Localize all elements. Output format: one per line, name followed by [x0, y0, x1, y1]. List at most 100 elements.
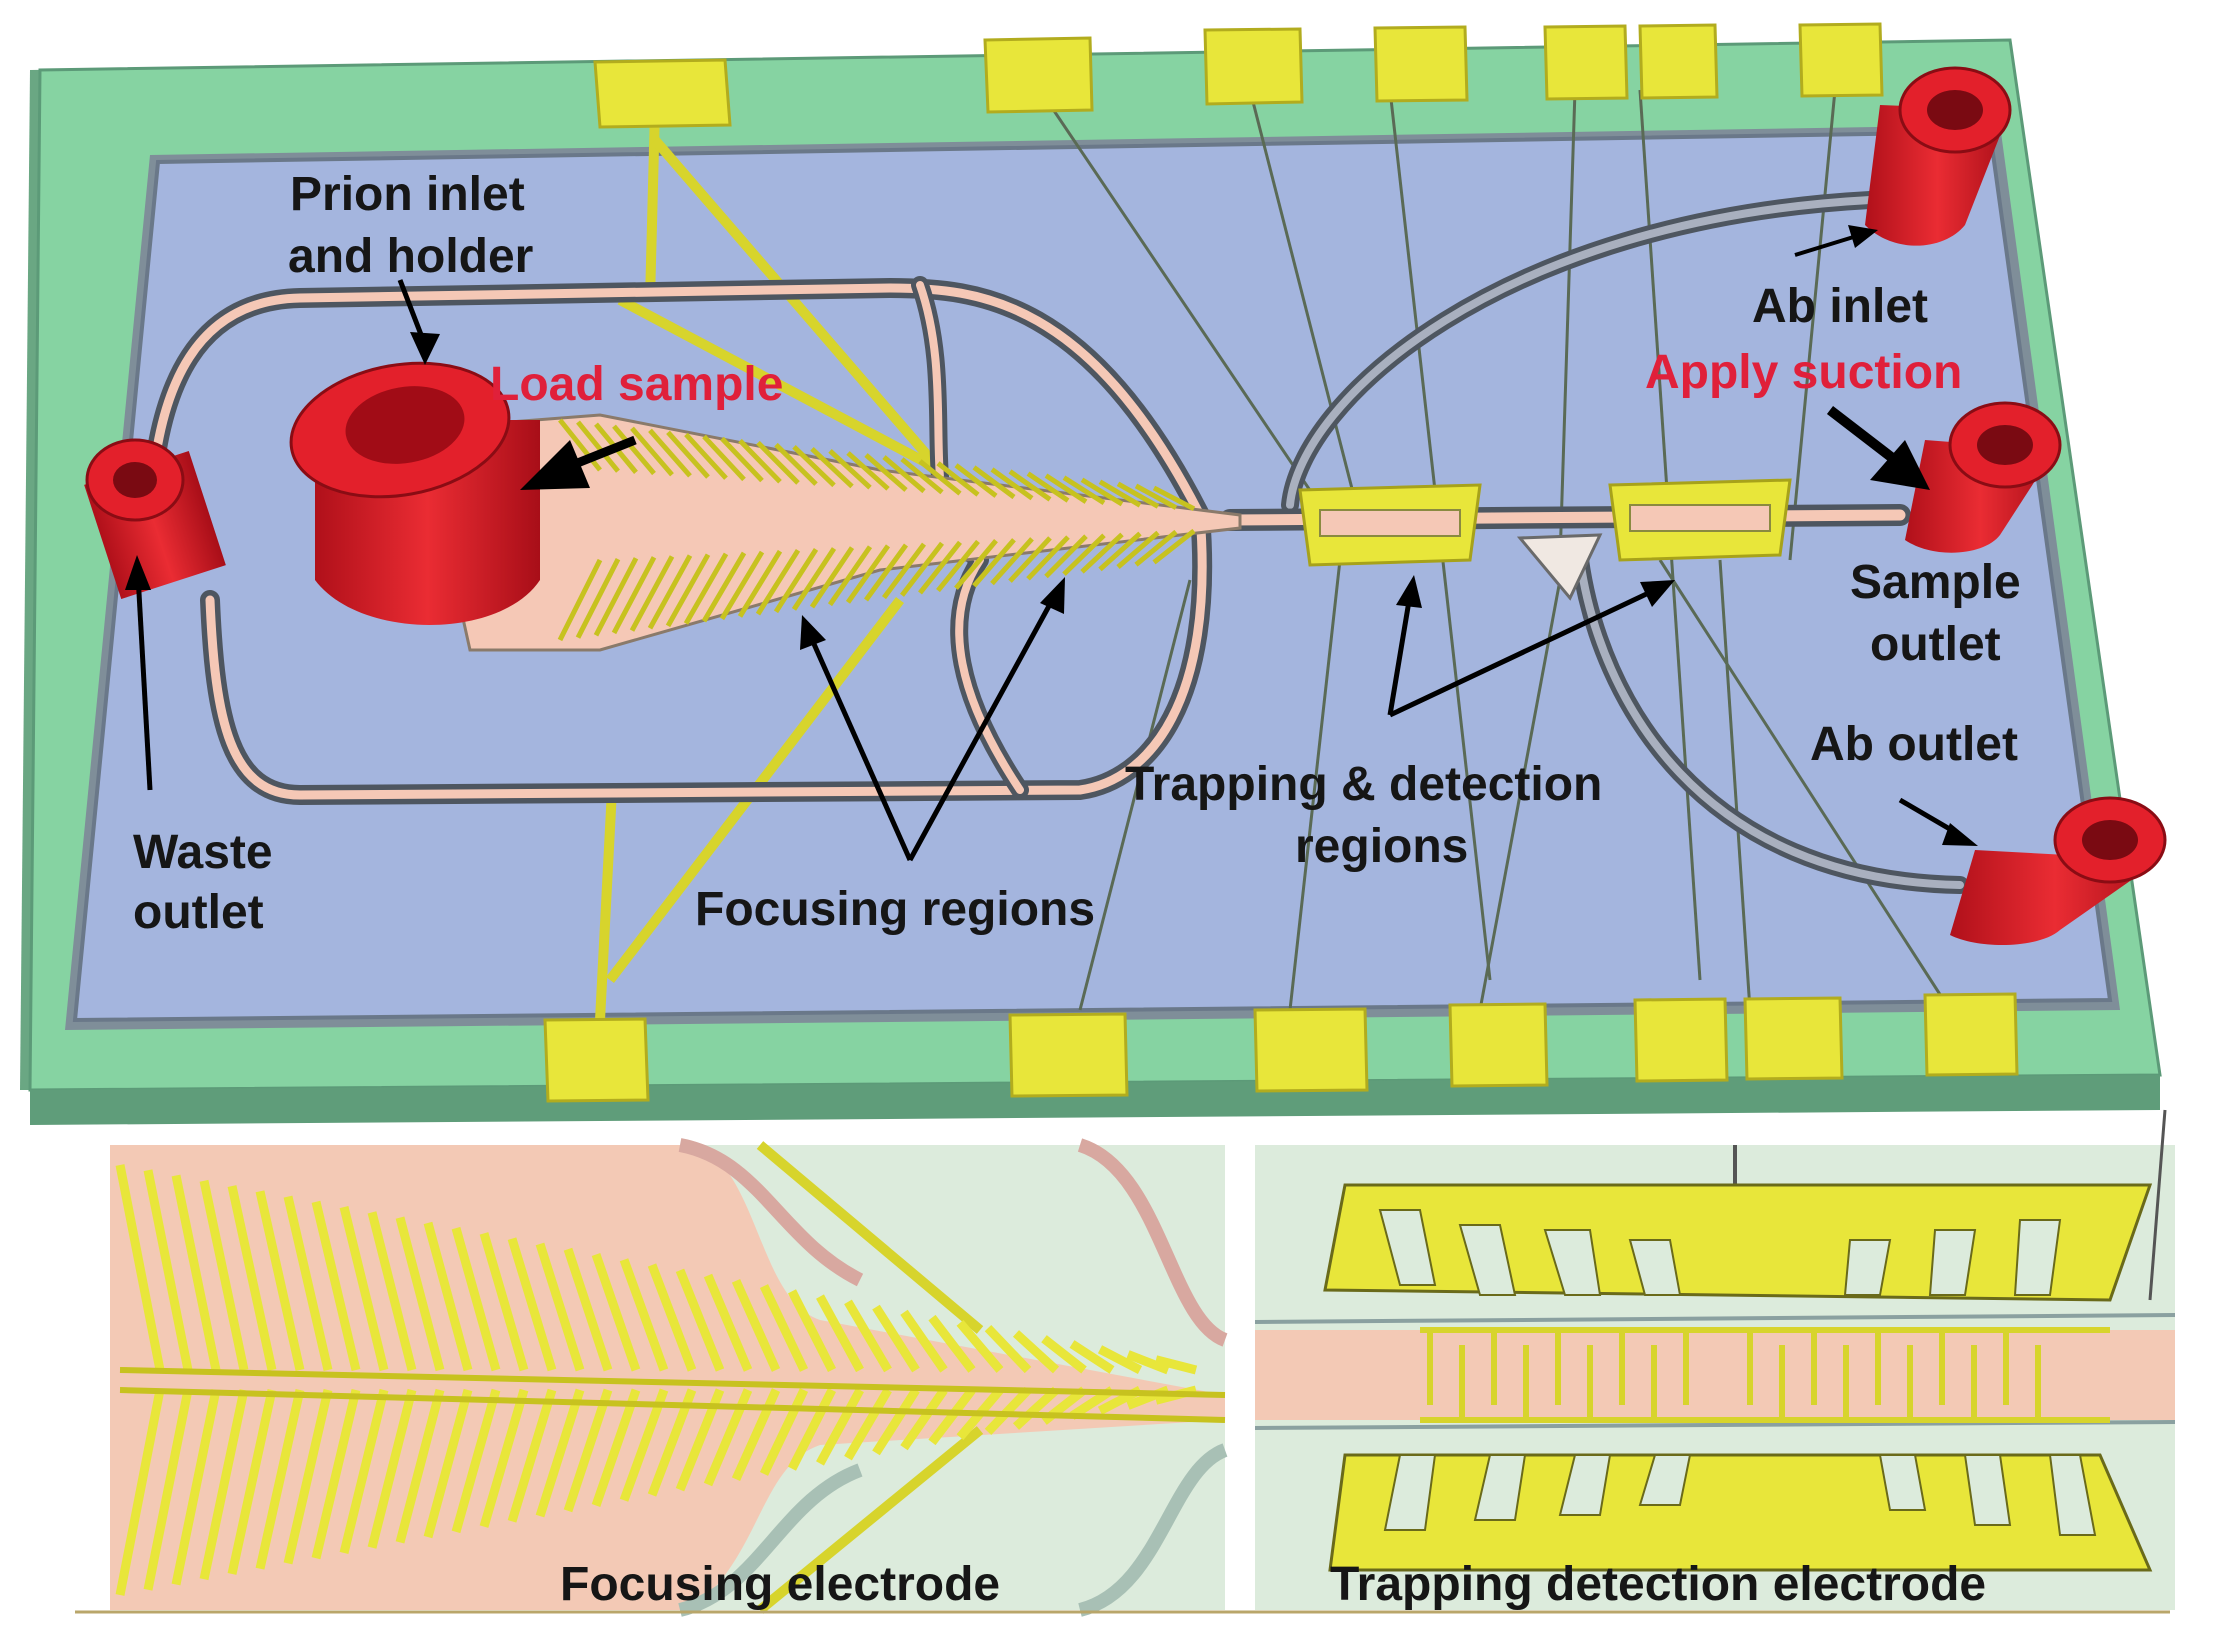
inset-focusing-finger — [647, 1263, 697, 1372]
inset-focusing-finger — [507, 1237, 557, 1372]
inset-focusing-finger — [227, 1185, 277, 1371]
prion-inlet-port — [289, 361, 540, 625]
focusing-finger — [863, 543, 909, 602]
focusing-finger — [720, 436, 764, 483]
inset-focusing-finger — [731, 1278, 781, 1372]
inset-focusing-finger — [535, 1242, 585, 1372]
focusing-finger — [738, 438, 782, 484]
inset-focusing-fingers — [115, 1164, 1226, 1596]
focusing-finger — [756, 440, 800, 485]
focusing-finger — [1026, 535, 1070, 581]
focusing-finger — [828, 449, 872, 490]
inset-focusing-finger — [507, 1388, 557, 1523]
inset-focusing-finger — [759, 1388, 809, 1476]
inset-focusing-finger — [1154, 1355, 1198, 1375]
diagram-labels: Prion inlet and holder Load sample Waste… — [133, 168, 2021, 939]
focusing-finger — [629, 555, 675, 632]
inset-focusing-finger — [1126, 1350, 1170, 1375]
inset-focusing-finger — [759, 1284, 809, 1372]
focusing-finger — [1116, 530, 1160, 569]
inset-focusing-finger — [199, 1389, 249, 1581]
focusing-finger — [1134, 529, 1178, 567]
inset-focusing-finger — [423, 1388, 473, 1539]
inset-focusing-finger — [171, 1174, 221, 1371]
inset-focusing-finger — [872, 1304, 920, 1373]
focusing-finger — [1098, 479, 1142, 508]
label-sample-outlet-2: outlet — [1870, 618, 2001, 671]
focusing-finger — [593, 557, 639, 637]
focusing-finger — [1116, 481, 1160, 509]
inset-focusing-finger — [395, 1388, 445, 1544]
inset-focusing-bus — [119, 1367, 1226, 1398]
focusing-finger — [611, 556, 657, 635]
focusing-finger — [719, 550, 765, 621]
focusing-finger — [1152, 528, 1196, 565]
contact-pads-bottom — [543, 992, 2019, 1103]
inset-focusing-finger — [844, 1387, 892, 1461]
label-trapping-2: regions — [1295, 820, 1468, 873]
focusing-finger — [1044, 473, 1088, 504]
focusing-finger — [936, 461, 980, 497]
inset-focusing-finger — [311, 1200, 361, 1372]
inset-focusing-bus — [119, 1387, 1226, 1423]
inset-focusing-finger — [395, 1216, 445, 1372]
inset-focusing-finger — [928, 1387, 976, 1446]
inset-focusing-finger — [787, 1387, 837, 1471]
focusing-finger — [1062, 475, 1106, 506]
focusing-finger — [936, 539, 980, 593]
focusing-finger — [1080, 532, 1124, 574]
inset-focusing-finger — [928, 1314, 976, 1373]
focusing-finger — [809, 546, 855, 609]
focusing-finger — [648, 428, 692, 478]
focusing-finger — [557, 558, 603, 642]
focusing-finger — [774, 442, 818, 486]
focusing-finger — [881, 542, 927, 600]
label-waste-1: Waste — [133, 826, 273, 879]
inset-focusing-finger — [283, 1195, 333, 1372]
label-prion-inlet-2: and holder — [288, 230, 533, 283]
focusing-finger — [683, 552, 729, 625]
inset-focusing-finger — [1097, 1345, 1143, 1374]
inset-focusing-finger — [199, 1179, 249, 1371]
inset-focusing-finger — [1041, 1335, 1087, 1374]
focusing-finger — [954, 463, 998, 498]
label-focusing-regions: Focusing regions — [695, 883, 1095, 936]
inset-focusing-finger — [479, 1388, 529, 1528]
focusing-finger — [846, 451, 890, 491]
inset-focusing-finger — [675, 1268, 725, 1372]
focusing-finger — [1044, 534, 1088, 579]
inset-focusing-finger — [787, 1289, 837, 1373]
inset-focusing-finger — [816, 1294, 864, 1373]
inset-focusing-finger — [563, 1388, 613, 1513]
focusing-finger — [1008, 469, 1052, 502]
inset-focusing-finger — [255, 1389, 305, 1570]
focusing-finger — [792, 444, 836, 488]
inset-focusing-finger — [1012, 1330, 1060, 1374]
focusing-finger — [810, 447, 854, 489]
focusing-finger — [665, 553, 711, 628]
inset-focusing-finger — [1012, 1386, 1060, 1430]
focusing-finger — [647, 554, 693, 630]
focusing-finger — [972, 538, 1016, 588]
inset-focusing-finger — [1069, 1340, 1115, 1374]
inset-focusing-finger — [311, 1388, 361, 1560]
focusing-finger — [737, 549, 783, 618]
focusing-finger — [773, 548, 819, 614]
focusing-finger — [990, 467, 1034, 501]
focusing-finger — [845, 544, 891, 604]
inset-focusing-finger — [591, 1253, 641, 1372]
focusing-finger — [612, 424, 656, 476]
label-ab-inlet: Ab inlet — [1752, 280, 1928, 333]
focusing-finger — [918, 540, 962, 595]
inset-focusing-finger — [956, 1319, 1004, 1373]
focusing-finger — [1152, 485, 1196, 512]
ab-inlet-port — [1865, 66, 2012, 246]
label-apply-suction: Apply suction — [1645, 346, 1962, 399]
inset-focusing-finger — [900, 1309, 948, 1373]
inset-focusing-finger — [563, 1247, 613, 1372]
focusing-finger — [900, 541, 944, 597]
inset-trapping-electrode: Trapping detection electrode — [1254, 1109, 2176, 1611]
focusing-electrode-fingers — [557, 418, 1196, 642]
inset-focusing-finger — [619, 1388, 669, 1502]
caption-trapping-electrode: Trapping detection electrode — [1330, 1558, 1986, 1611]
